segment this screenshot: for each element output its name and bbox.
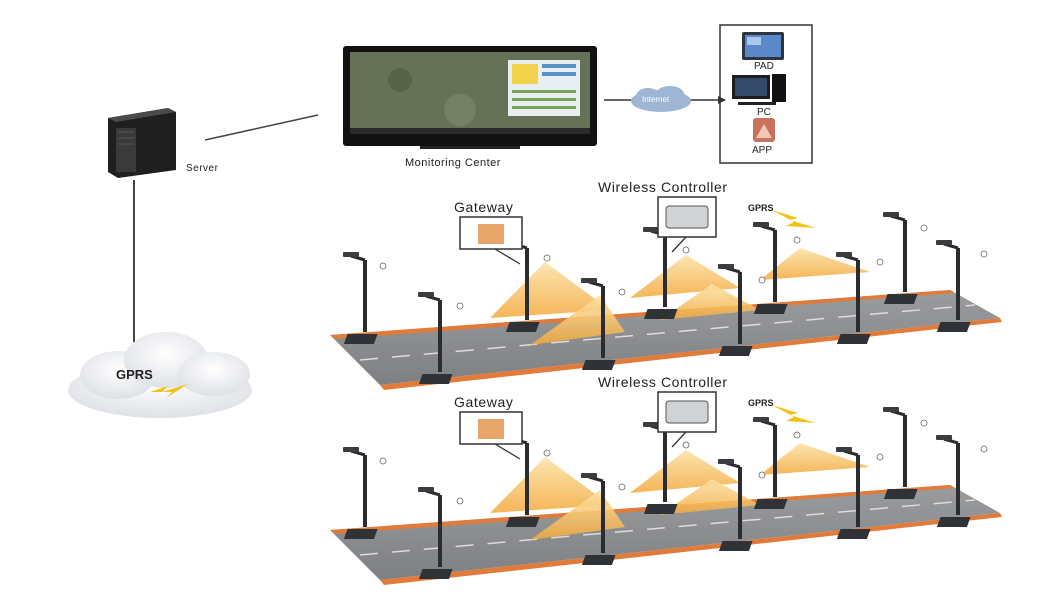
gateway-icon [478, 224, 504, 244]
controller-icon [665, 205, 709, 229]
server-icon [108, 108, 176, 178]
street-lamp-icon [881, 210, 920, 306]
road-scene-bottom [330, 391, 1002, 585]
road-scene-top [330, 196, 1002, 390]
wireless-controller-top-label: Wireless Controller [598, 179, 728, 195]
street-lamp-icon [341, 445, 380, 541]
internet-cloud-icon [631, 86, 691, 112]
gprs-cloud-label: GPRS [116, 367, 153, 382]
street-lamp-icon [881, 405, 920, 501]
pc-label: PC [757, 107, 771, 118]
controller-icon [665, 400, 709, 424]
gprs-bottom-label: GPRS [748, 398, 774, 408]
gateway-icon [478, 419, 504, 439]
pc-icon [732, 74, 786, 105]
server-monitor-link [204, 114, 319, 141]
lightning-icon [772, 405, 816, 423]
lightning-icon [772, 210, 816, 228]
app-label: APP [752, 145, 773, 156]
client-devices-box [719, 24, 813, 164]
monitor-icon [343, 46, 597, 149]
app-icon [753, 118, 775, 142]
lightning-icon [150, 384, 188, 398]
gprs-top-label: GPRS [748, 203, 774, 213]
pad-label: PAD [754, 61, 774, 72]
gprs-cloud-icon [68, 332, 252, 418]
monitoring-center-label: Monitoring Center [405, 157, 501, 169]
gateway-top-label: Gateway [454, 199, 514, 215]
street-lamp-icon [341, 250, 380, 346]
internet-label: Internet [642, 95, 670, 104]
tablet-icon [742, 32, 784, 60]
gateway-bottom-label: Gateway [454, 394, 514, 410]
wireless-controller-bottom-label: Wireless Controller [598, 374, 728, 390]
server-label: Server [186, 163, 219, 174]
